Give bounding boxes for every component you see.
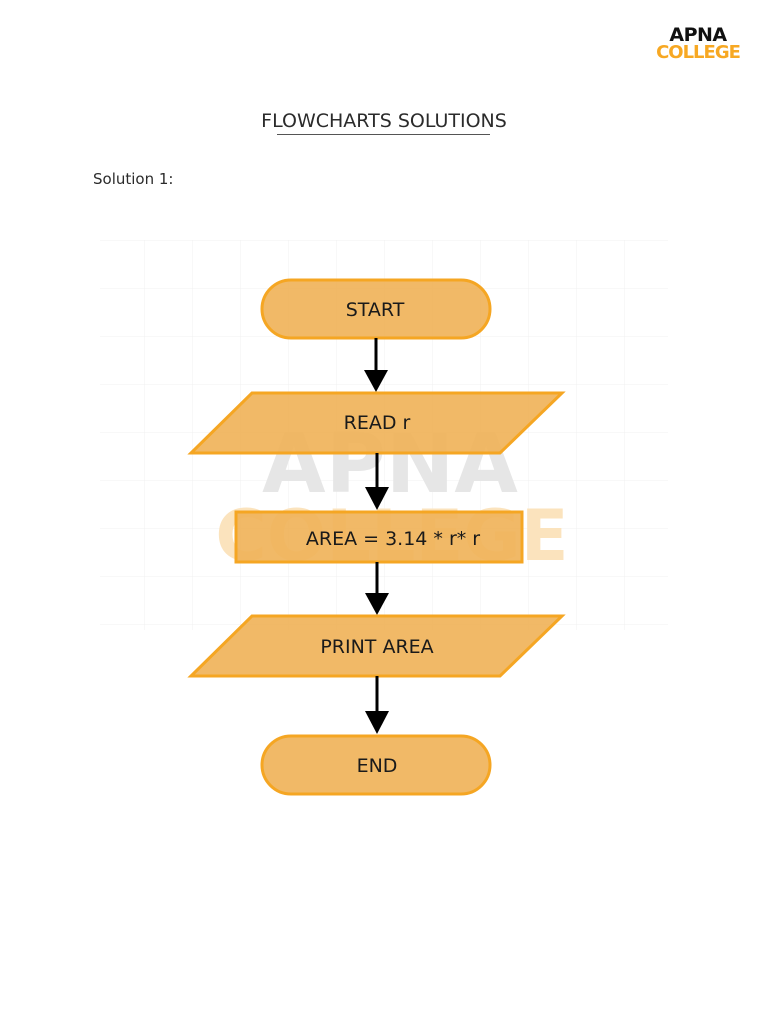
print-output-node [187,614,566,678]
end-label: END [357,755,398,777]
read-input-node [187,391,566,455]
arrowhead-3 [365,593,389,615]
arrowhead-2 [365,487,389,510]
read-label: READ r [344,412,411,434]
process-label: AREA = 3.14 * r* r [306,528,480,550]
logo-text-bottom: COLLEGE [656,42,741,63]
title-underline [277,134,490,135]
arrowhead-4 [365,711,389,734]
area-process-node [234,510,524,564]
page-title: FLOWCHARTS SOLUTIONS [261,110,507,132]
solution-label: Solution 1: [93,170,174,188]
arrowhead-1 [364,370,388,392]
logo-text-top: APNA [669,24,727,46]
end-node [260,734,492,796]
start-label: START [346,299,405,321]
print-label: PRINT AREA [320,636,433,658]
apna-college-logo: APNA COLLEGE [652,26,744,62]
